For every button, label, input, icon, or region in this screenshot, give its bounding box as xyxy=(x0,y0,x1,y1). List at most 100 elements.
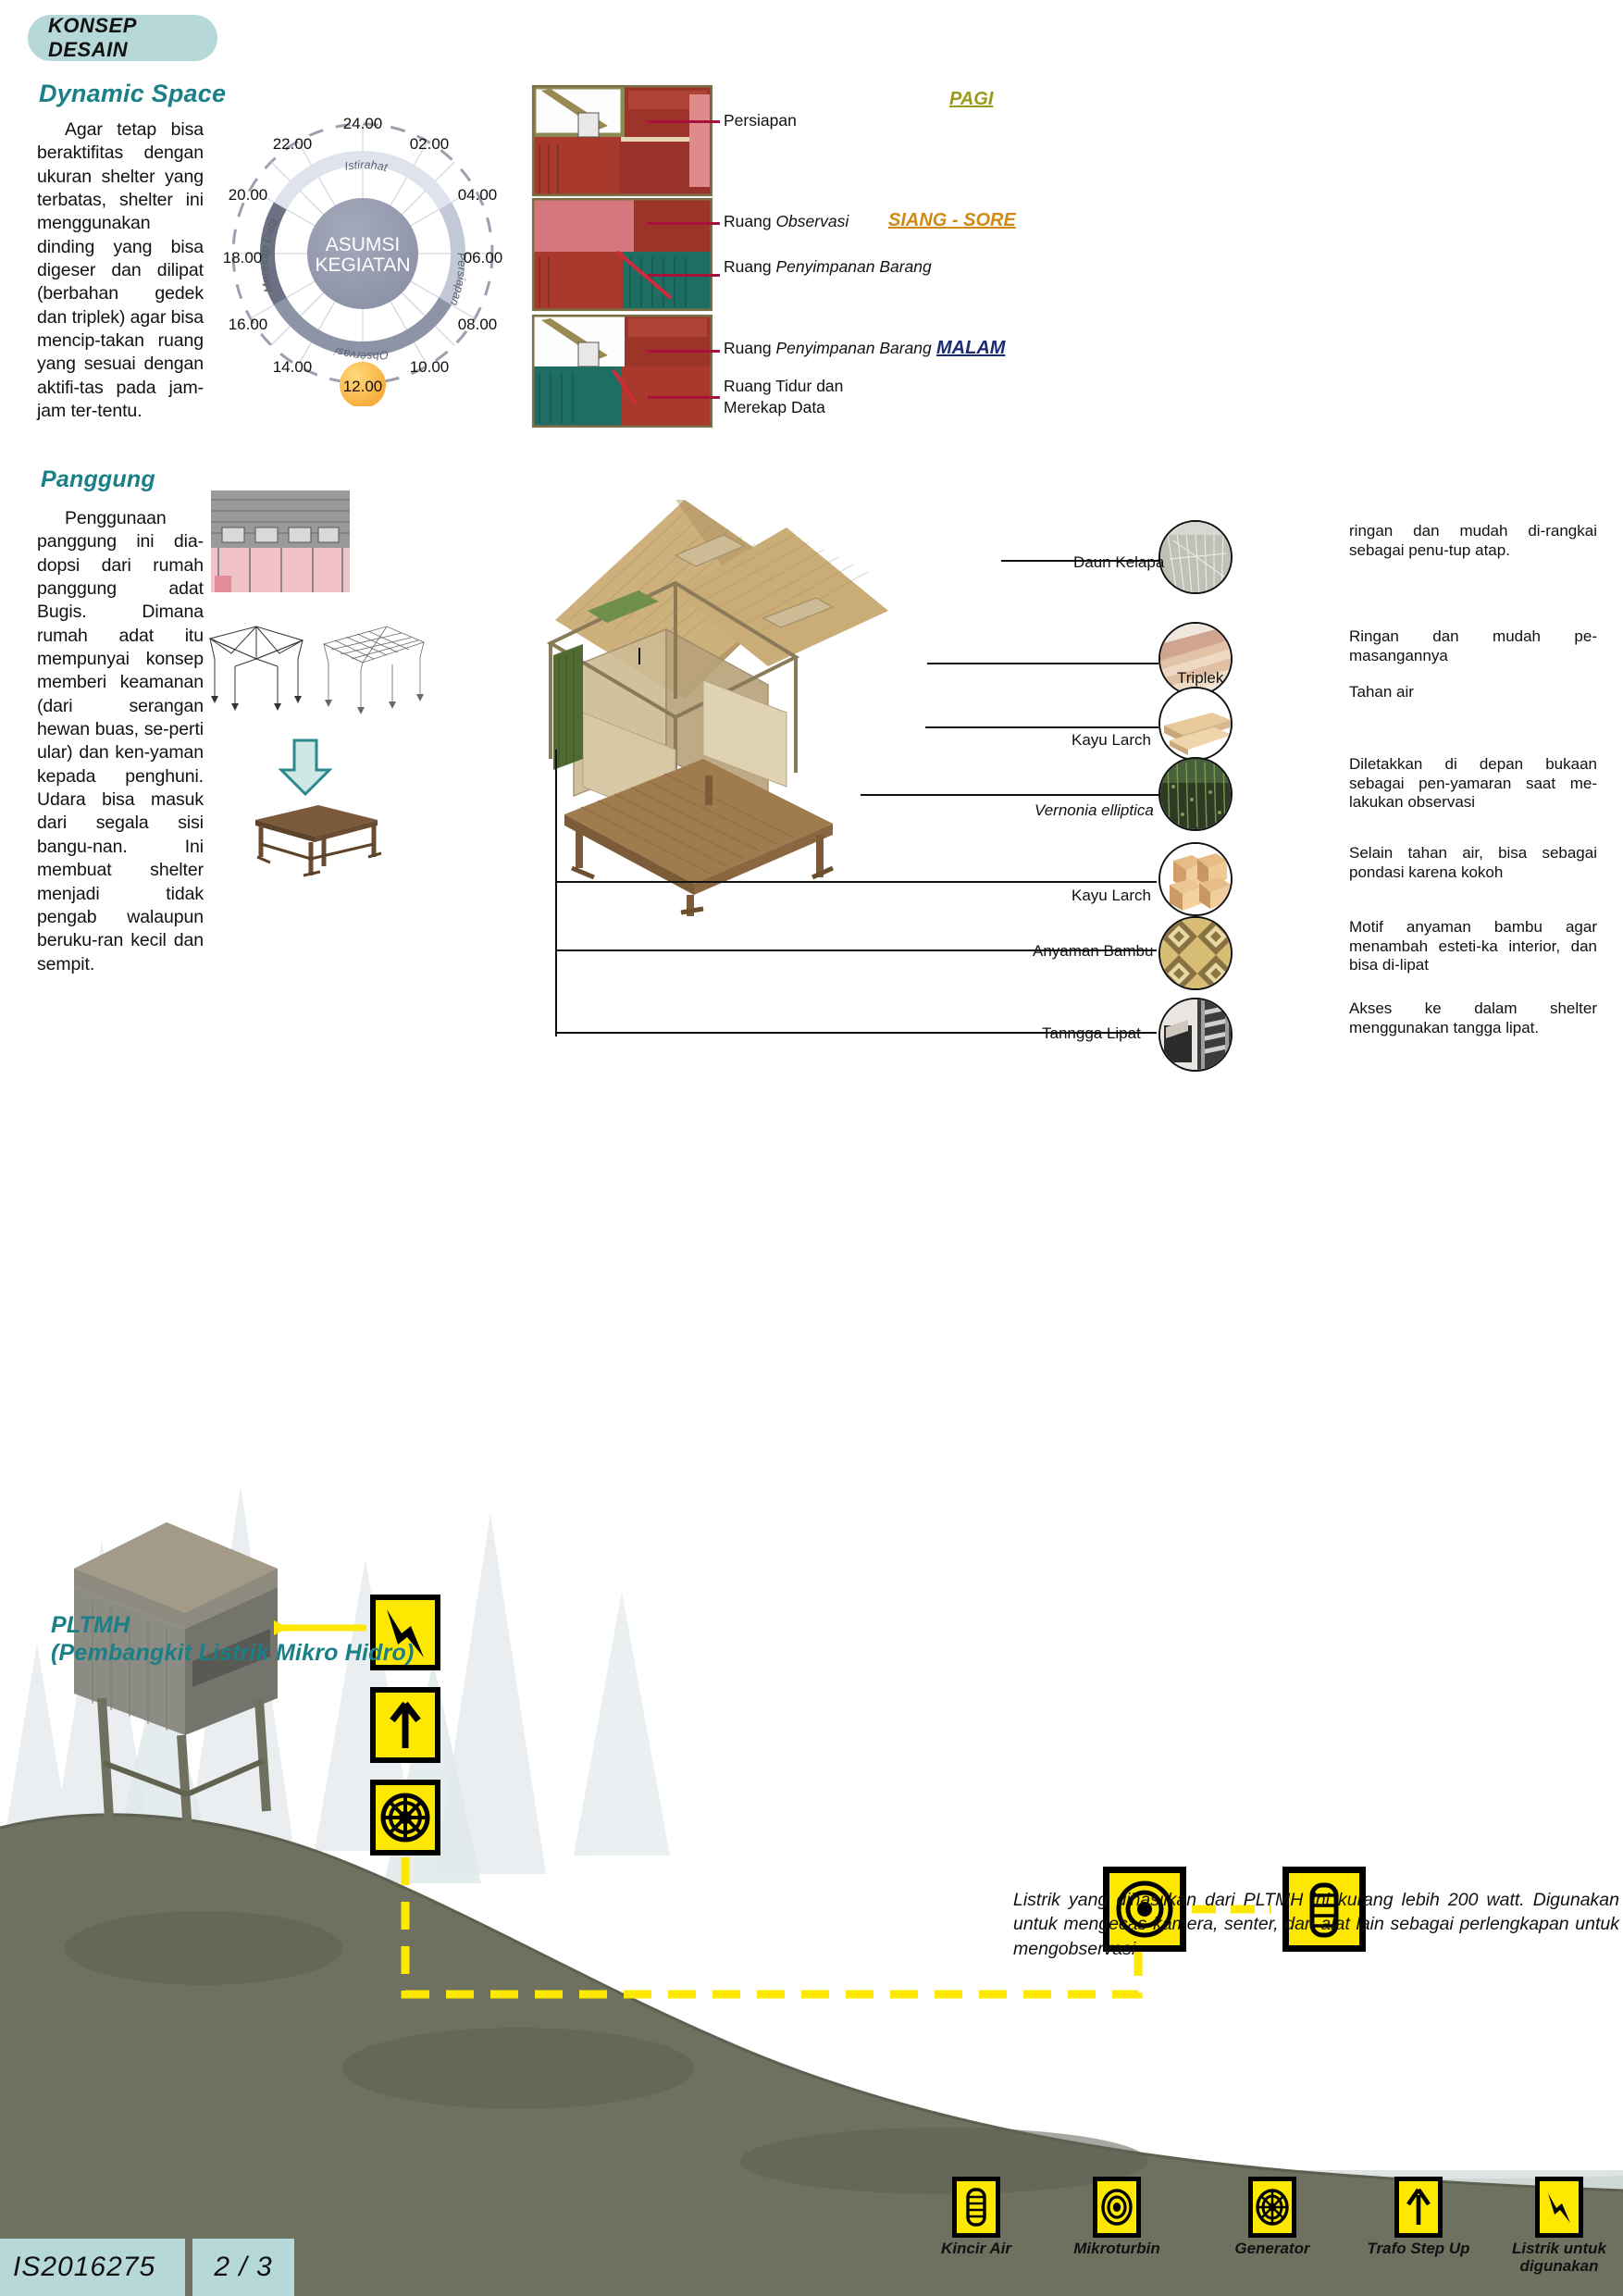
tick-14: 14.00 xyxy=(273,358,313,376)
legend-item-kincir-air: Kincir Air xyxy=(916,2177,1036,2258)
callout-pagi-persiapan: Persiapan xyxy=(724,111,797,130)
legend-item-listrik-digunakan: Listrik untuk digunakan xyxy=(1499,2177,1619,2275)
callout-ruang-penyimpanan-2: Ruang Penyimpanan Barang xyxy=(724,339,932,358)
callout-text-plain: Ruang xyxy=(724,257,776,276)
legend-label: Generator xyxy=(1234,2240,1310,2257)
leader-material-2 xyxy=(927,663,1158,664)
down-arrow-icon xyxy=(278,738,333,797)
material-swatch-triplek xyxy=(1158,622,1233,696)
callout-ruang-observasi: Ruang Observasi xyxy=(724,212,849,231)
leader-line-siang-1 xyxy=(648,222,720,225)
page-number: 2 / 3 xyxy=(214,2252,273,2282)
legend-item-generator: Generator xyxy=(1212,2177,1332,2258)
arrow-up-icon xyxy=(1394,2177,1443,2238)
legend-item-trafo-step-up: Trafo Step Up xyxy=(1358,2177,1479,2258)
leader-line-malam-2 xyxy=(648,396,720,399)
material-swatch-vernonia-elliptica xyxy=(1158,757,1233,831)
shelter-stilts xyxy=(97,1697,271,1847)
plan-photo-pagi xyxy=(527,81,715,199)
shelter-model xyxy=(74,1522,278,1847)
activity-ring xyxy=(260,151,465,356)
chart-title-line1: ASUMSI xyxy=(326,234,401,255)
water-wheel-icon xyxy=(952,2177,1000,2238)
material-label-vernonia-elliptica: Vernonia elliptica xyxy=(1035,801,1154,819)
phase-label-siang-sore: SIANG - SORE xyxy=(888,210,1016,230)
callout-ruang-tidur: Ruang Tidur dan Merekap Data xyxy=(724,376,843,418)
leader-material-1 xyxy=(1001,560,1163,562)
leader-line-malam-1 xyxy=(648,350,720,353)
leader-material-3 xyxy=(925,726,1158,728)
electric-node-generator xyxy=(370,1780,440,1855)
plan-photo-malam xyxy=(529,312,715,430)
stage-platform-model xyxy=(239,798,387,881)
material-swatch-kayu-larch-2 xyxy=(1158,842,1233,916)
tick-24: 24.00 xyxy=(343,115,383,132)
leader-material-7 xyxy=(555,1032,1157,1034)
leader-line-pagi-1 xyxy=(648,120,720,123)
tick-04: 04.00 xyxy=(458,186,498,204)
electric-node-arrow xyxy=(370,1687,440,1763)
sun-icon xyxy=(340,362,386,406)
footer-page-pill: 2 / 3 xyxy=(192,2239,294,2296)
chart-title-line2: KEGIATAN xyxy=(315,254,410,276)
material-label-anyaman-bambu: Anyaman Bambu xyxy=(1033,942,1154,960)
segment-label-istirahat: Istirahat xyxy=(343,158,389,174)
material-swatch-kayu-larch-1 xyxy=(1158,687,1233,761)
legend-label: Kincir Air xyxy=(941,2240,1011,2257)
svg-text:Istirahat: Istirahat xyxy=(343,158,389,174)
tick-10: 10.00 xyxy=(410,358,450,376)
callout-text: Persiapan xyxy=(724,111,797,130)
page-title-pill: KONSEP DESAIN xyxy=(28,14,217,61)
structure-wireframe-diagram xyxy=(205,622,427,724)
callout-text-plain: Ruang xyxy=(724,339,776,357)
material-desc-vernonia-elliptica: Diletakkan di depan bukaan sebagai pen-y… xyxy=(1349,755,1597,812)
material-label-triplek: Triplek xyxy=(1177,669,1224,687)
dynamic-space-body: Agar tetap bisa beraktifitas dengan ukur… xyxy=(37,119,204,422)
generator-icon xyxy=(1248,2177,1296,2238)
material-desc-triplek: Ringan dan mudah pe-masangannya xyxy=(1349,627,1597,664)
leader-material-5 xyxy=(555,881,1157,883)
traditional-house-elevation xyxy=(211,490,350,592)
microturbine-icon xyxy=(1093,2177,1141,2238)
material-label-tanngga-lipat: Tanngga Lipat xyxy=(1042,1024,1141,1042)
legend-label: Listrik untuk digunakan xyxy=(1511,2240,1606,2275)
tick-08: 08.00 xyxy=(458,316,498,333)
material-label-kayu-larch-1: Kayu Larch xyxy=(1072,731,1151,749)
callout-ruang-penyimpanan-1: Ruang Penyimpanan Barang xyxy=(724,257,932,277)
callout-text-italic: Observasi xyxy=(775,212,849,230)
electric-node-microturbine xyxy=(1103,1867,1186,1952)
leader-material-vert-1 xyxy=(555,750,557,1036)
leader-material-vert-2 xyxy=(638,648,640,664)
phase-label-pagi: PAGI xyxy=(949,89,994,109)
legend-label: Mikroturbin xyxy=(1073,2240,1160,2257)
material-desc-anyaman-bambu: Motif anyaman bambu agar menambah esteti… xyxy=(1349,918,1597,974)
student-id: IS2016275 xyxy=(13,2252,156,2282)
material-desc-kayu-larch-1: Tahan air xyxy=(1349,683,1414,701)
clock-hub xyxy=(307,198,418,309)
tick-06: 06.00 xyxy=(464,249,503,267)
material-swatch-daun-kelapa xyxy=(1158,520,1233,594)
material-label-daun-kelapa: Daun Kelapa xyxy=(1073,553,1165,571)
lightning-icon xyxy=(1535,2177,1583,2238)
material-desc-tanngga-lipat: Akses ke dalam shelter menggunakan tangg… xyxy=(1349,999,1597,1036)
callout-text-line2: Merekap Data xyxy=(724,397,825,416)
page-title: KONSEP DESAIN xyxy=(48,14,137,61)
material-desc-kayu-larch-2: Selain tahan air, bisa sebagai pondasi k… xyxy=(1349,844,1597,881)
activity-clock-chart: Istirahat Persiapan Observasi Merekap Da… xyxy=(215,96,511,406)
section-heading-dynamic-space: Dynamic Space xyxy=(39,80,227,107)
material-desc-daun-kelapa: ringan dan mudah di-rangkai sebagai penu… xyxy=(1349,522,1597,559)
tick-20: 20.00 xyxy=(229,186,268,204)
exploded-shelter-axonometric xyxy=(398,481,1083,918)
panggung-body: Penggunaan panggung ini dia-dopsi dari r… xyxy=(37,508,204,974)
tick-22: 22.00 xyxy=(273,135,313,153)
material-label-kayu-larch-2: Kayu Larch xyxy=(1072,887,1151,904)
tick-02: 02.00 xyxy=(410,135,450,153)
leader-line-siang-2 xyxy=(648,274,720,277)
electric-node-lightning xyxy=(370,1595,440,1670)
callout-text-italic: Penyimpanan Barang xyxy=(775,257,932,276)
section-heading-panggung: Panggung xyxy=(41,466,155,492)
material-swatch-tanngga-lipat xyxy=(1158,998,1233,1072)
callout-text-italic: Penyimpanan Barang xyxy=(775,339,932,357)
callout-text-line1: Ruang Tidur dan xyxy=(724,377,844,395)
